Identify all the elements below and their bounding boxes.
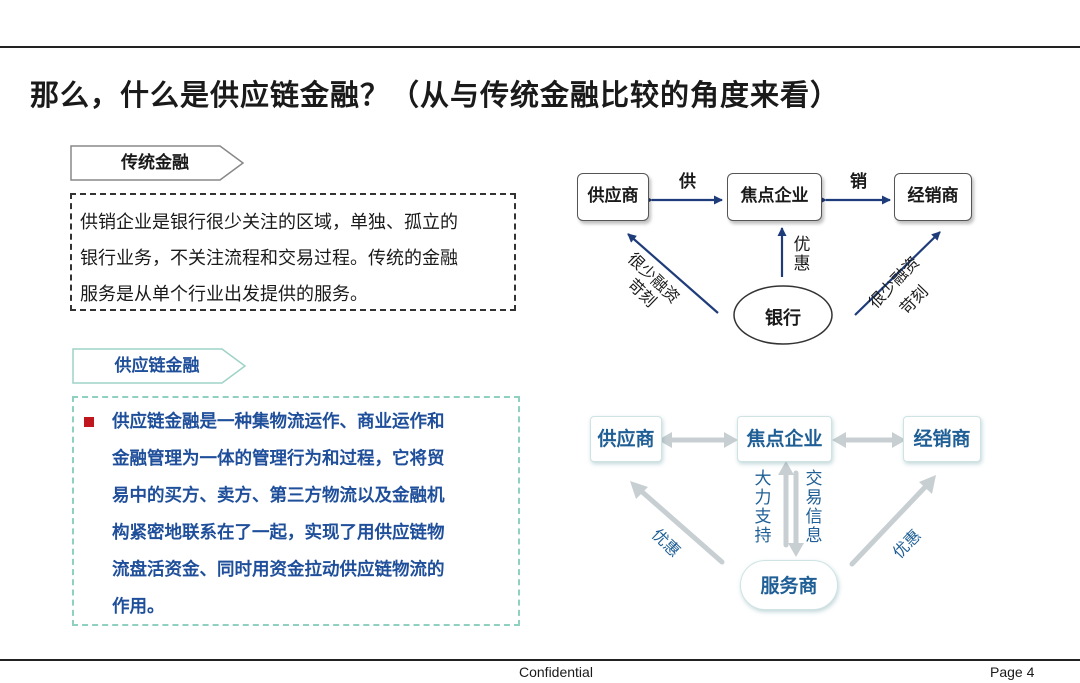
- supply-label: 供: [679, 172, 696, 192]
- supplier-node: 供应商: [577, 173, 649, 221]
- bank-ellipse: [733, 285, 833, 345]
- supply-chain-line: 作用。: [112, 597, 165, 617]
- traditional-line: 服务是从单个行业出发提供的服务。: [80, 284, 368, 305]
- traditional-line: 银行业务，不关注流程和交易过程。传统的金融: [80, 248, 458, 269]
- bank-supplier-arrow: [627, 233, 719, 314]
- page-title: 那么，什么是供应链金融？（从与传统金融比较的角度来看）: [30, 78, 841, 112]
- core-enterprise-node-2: 焦点企业: [737, 416, 832, 462]
- supply-chain-line: 供应链金融是一种集物流运作、商业运作和: [112, 412, 445, 432]
- supply-chain-line: 构紧密地联系在了一起，实现了用供应链物: [112, 523, 445, 543]
- supply-chain-line: 易中的买方、卖方、第三方物流以及金融机: [112, 486, 445, 506]
- strong-support-label: 大力支持: [754, 469, 772, 546]
- core-enterprise-node: 焦点企业: [727, 173, 822, 221]
- traditional-finance-label: 传统金融: [121, 153, 189, 173]
- traditional-finance-tag: 传统金融: [70, 145, 245, 181]
- supplier-node-2: 供应商: [590, 416, 662, 462]
- sales-label: 销: [850, 172, 867, 192]
- tag-shape: [72, 348, 247, 384]
- provider-supplier-arrow: [637, 487, 725, 565]
- supply-chain-line: 流盘活资金、同时用资金拉动供应链物流的: [112, 560, 445, 580]
- dealer-node-2: 经销商: [903, 416, 981, 462]
- supply-chain-finance-label: 供应链金融: [114, 356, 200, 376]
- page-number: Page 4: [990, 664, 1035, 680]
- supply-chain-finance-box: 供应链金融是一种集物流运作、商业运作和 金融管理为一体的管理行为和过程，它将贸 …: [72, 396, 520, 626]
- tag-shape: [70, 145, 245, 181]
- traditional-line: 供销企业是银行很少关注的区域，单独、孤立的: [80, 212, 458, 233]
- service-provider-node: 服务商: [740, 560, 838, 610]
- top-rule: [0, 46, 1080, 48]
- supply-chain-finance-tag: 供应链金融: [72, 348, 247, 384]
- transaction-info-label: 交易信息: [805, 469, 823, 546]
- supply-chain-line: 金融管理为一体的管理行为和过程，它将贸: [112, 449, 445, 469]
- bullet-icon: [84, 417, 94, 427]
- provider-dealer-arrow: [849, 481, 931, 567]
- preferential-label: 优惠: [793, 235, 811, 274]
- bank-dealer-arrow: [854, 231, 941, 316]
- dealer-node: 经销商: [894, 173, 972, 221]
- bottom-rule: [0, 659, 1080, 661]
- bank-node: 银行: [765, 308, 801, 329]
- confidential-label: Confidential: [519, 664, 593, 680]
- traditional-finance-box: 供销企业是银行很少关注的区域，单独、孤立的 银行业务，不关注流程和交易过程。传统…: [70, 193, 516, 311]
